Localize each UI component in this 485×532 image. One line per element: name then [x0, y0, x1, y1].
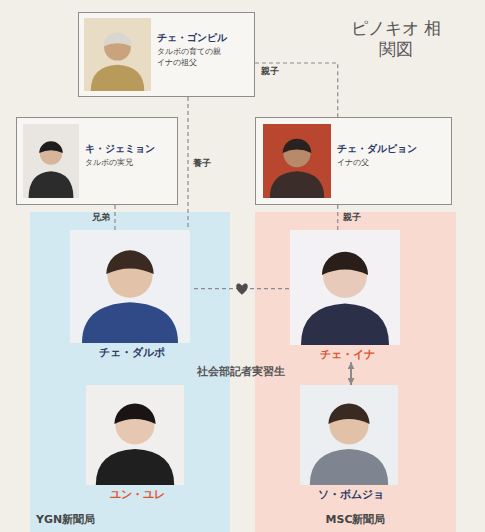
- role-note: イナの父: [337, 158, 409, 169]
- photo-body: [301, 304, 389, 345]
- diagram-title: ピノキオ 相関図: [350, 18, 442, 61]
- photo-ground: [23, 124, 79, 198]
- connector-line: [255, 63, 338, 117]
- text-column: チェ・ダルピョンイナの父: [337, 142, 417, 169]
- portrait-photo: [300, 385, 398, 485]
- role-note: タルボの実兄: [85, 158, 157, 169]
- edge-label: 親子: [261, 66, 279, 77]
- photo-body: [29, 171, 74, 198]
- photo-hair: [114, 403, 155, 424]
- photo-hair: [328, 403, 369, 424]
- portrait-photo: [70, 230, 190, 343]
- person-name: チェ・ゴンピル: [157, 31, 229, 44]
- photo-ground: [300, 385, 398, 485]
- person-name: チェ・ダルピョン: [337, 142, 417, 155]
- person-card: チェ・ダルポ: [70, 230, 194, 360]
- connector-line: [350, 362, 352, 385]
- portrait-photo: [86, 385, 184, 485]
- edge-label: 親子: [343, 212, 361, 223]
- person-box: チェ・ゴンピルタルボの育ての親 イナの祖父: [78, 12, 255, 97]
- portrait-photo: [290, 230, 400, 345]
- text-column: キ・ジェミョンタルボの実兄: [85, 142, 157, 169]
- person-name: ユン・ユレ: [86, 488, 188, 502]
- portrait-photo: [84, 18, 151, 91]
- band-label: YGN新聞局: [36, 512, 95, 527]
- connector-line: [187, 97, 188, 230]
- photo-hair: [106, 250, 153, 274]
- band-label-holder: MSC新聞局: [255, 512, 456, 527]
- person-name: キ・ジェミョン: [85, 142, 157, 155]
- photo-body: [91, 65, 145, 91]
- photo-hair: [322, 252, 368, 275]
- heart-symbol: [236, 284, 248, 295]
- photo-body: [82, 302, 178, 343]
- photo-ground: [84, 18, 151, 91]
- portrait-photo: [263, 124, 331, 198]
- text-column: チェ・ゴンピルタルボの育ての親 イナの祖父: [157, 31, 229, 69]
- person-name: チェ・ダルポ: [70, 346, 194, 360]
- photo-ground: [290, 230, 400, 345]
- person-card: ソ・ボムジョ: [300, 385, 402, 502]
- portrait-photo: [23, 124, 79, 198]
- role-note: タルボの育ての親 イナの祖父: [157, 47, 229, 69]
- person-card: ユン・ユレ: [86, 385, 188, 502]
- photo-hair: [103, 32, 131, 46]
- photo-body: [310, 449, 388, 485]
- edge-label: 養子: [193, 158, 211, 169]
- person-name: チェ・イナ: [290, 348, 404, 362]
- person-name: ソ・ボムジョ: [300, 488, 402, 502]
- photo-ground: [263, 124, 331, 198]
- photo-body: [96, 449, 174, 485]
- newsroom-band: MSC新聞局 チェ・イナソ・ボムジョ: [255, 212, 456, 532]
- photo-ground: [70, 230, 190, 343]
- photo-ground: [86, 385, 184, 485]
- photo-hair: [39, 141, 63, 153]
- band-label-holder: YGN新聞局: [36, 512, 95, 527]
- person-box: キ・ジェミョンタルボの実兄: [16, 117, 178, 205]
- photo-hair: [283, 139, 312, 153]
- group-label: 社会部記者実習生: [197, 364, 285, 379]
- person-box: チェ・ダルピョンイナの父: [255, 117, 452, 205]
- edge-label: 兄弟: [92, 212, 110, 223]
- person-card: チェ・イナ: [290, 230, 404, 362]
- band-label: MSC新聞局: [255, 512, 456, 527]
- photo-body: [270, 171, 324, 198]
